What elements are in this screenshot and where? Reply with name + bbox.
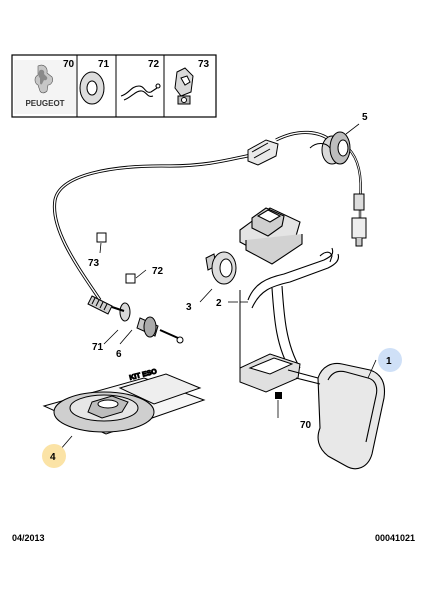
cable-end-fitting	[351, 193, 367, 247]
bulkhead-grommet	[309, 131, 351, 165]
callout-72: 72	[152, 266, 164, 277]
header-label-70: 70	[63, 59, 75, 70]
cable-sleeve	[136, 316, 184, 344]
cable-clip-icon	[174, 67, 194, 105]
spring-clip-icon	[120, 83, 161, 101]
callout-4: 4	[50, 452, 56, 463]
callout-73: 73	[88, 258, 100, 269]
header-label-73: 73	[198, 59, 210, 70]
footer-reference: 00041021	[374, 533, 415, 543]
throttle-cable	[52, 130, 362, 301]
accelerator-pedal-pad	[287, 362, 386, 470]
symbol-square-72	[125, 273, 136, 284]
pedal-arm	[247, 247, 340, 374]
pedal-bracket	[239, 207, 303, 265]
symbol-square-73	[96, 232, 107, 243]
header-label-72: 72	[148, 59, 160, 70]
callout-70: 70	[300, 420, 312, 431]
brand-name: PEUGEOT	[25, 99, 64, 108]
callout-6: 6	[116, 349, 122, 360]
callout-3: 3	[186, 302, 192, 313]
pedal-stop-part	[205, 251, 237, 285]
highlight-callout-4	[42, 444, 66, 468]
header-label-71: 71	[98, 59, 110, 70]
washer-icon	[79, 71, 105, 105]
callout-2: 2	[216, 298, 222, 309]
callout-5: 5	[362, 112, 368, 123]
highlight-callout-1	[378, 348, 402, 372]
symbol-square-70	[275, 392, 282, 399]
footer-date: 04/2013	[12, 533, 45, 543]
callout-71: 71	[92, 342, 104, 353]
pedal-floor-mount	[239, 290, 301, 393]
kit-document: KIT ESO	[42, 368, 206, 435]
cable-lower-end	[87, 295, 131, 322]
callout-1: 1	[386, 356, 392, 367]
peugeot-logo: PEUGEOT	[14, 60, 76, 114]
cable-adjuster	[247, 139, 279, 166]
